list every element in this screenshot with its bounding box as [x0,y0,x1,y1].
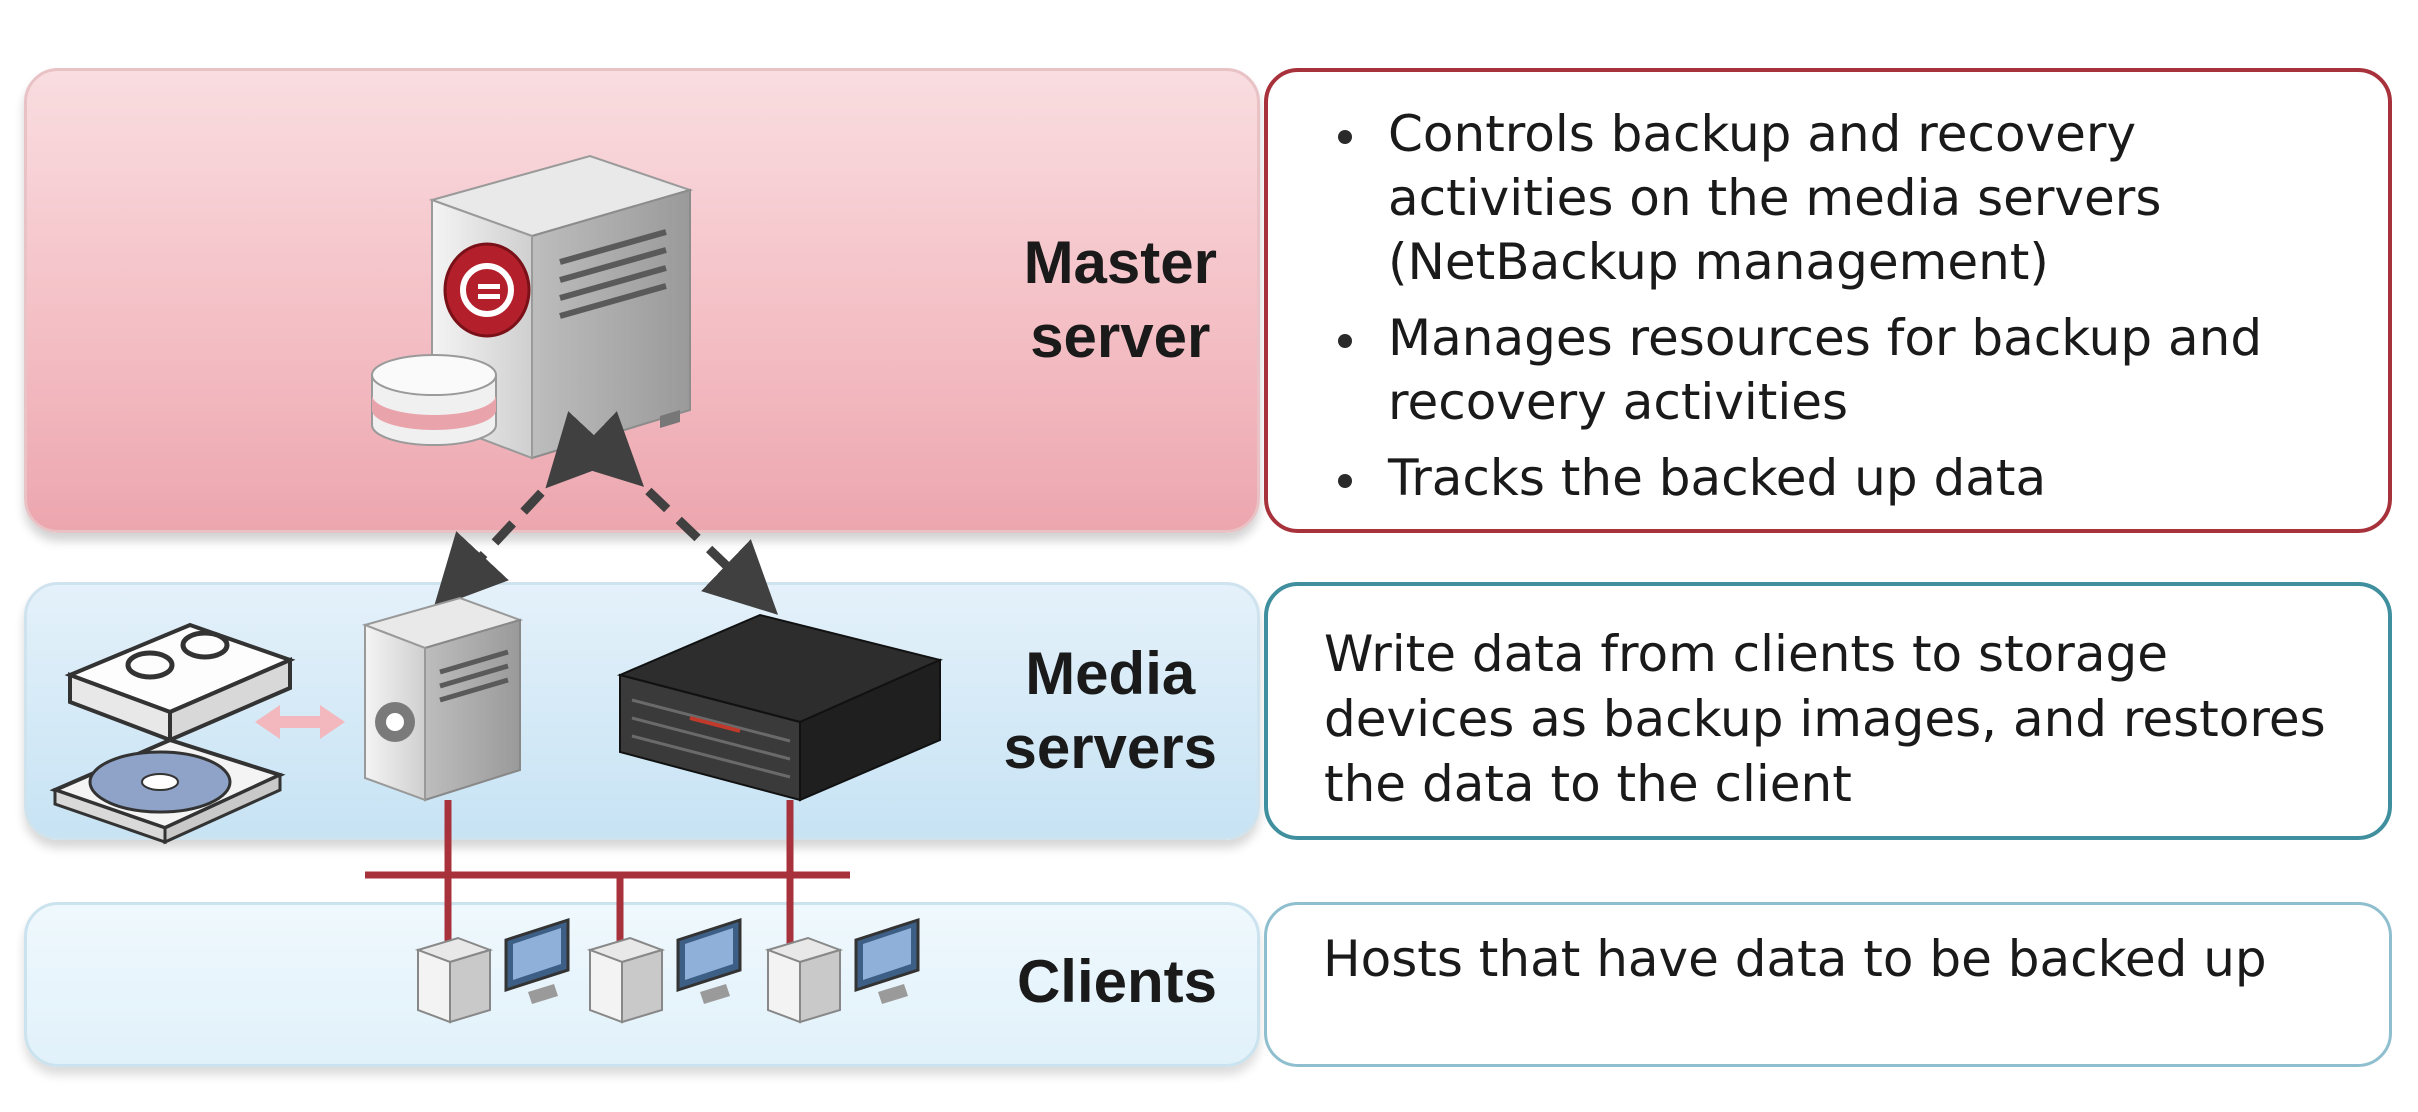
media-description-text: Write data from clients to storage devic… [1324,625,2326,813]
master-label-line2: server [1030,303,1211,370]
master-server-tier: Master server [24,68,1260,533]
clients-description-text: Hosts that have data to be backed up [1323,930,2267,988]
master-label-line1: Master [1023,229,1217,296]
media-servers-label: Media servers [1003,637,1217,785]
master-bullet-2: Manages resources for backup and recover… [1328,306,2358,434]
clients-tier: Clients [24,902,1260,1067]
media-description-box: Write data from clients to storage devic… [1264,582,2392,840]
clients-description-box: Hosts that have data to be backed up [1264,902,2392,1067]
media-label-line2: servers [1003,714,1217,781]
master-server-label: Master server [1024,226,1217,374]
master-description-box: Controls backup and recovery activities … [1264,68,2392,533]
master-bullet-list: Controls backup and recovery activities … [1328,102,2358,510]
media-label-line1: Media [1025,640,1196,707]
clients-label: Clients [1016,948,1217,1015]
media-servers-tier: Media servers [24,582,1260,840]
master-bullet-3: Tracks the backed up data [1328,446,2358,510]
master-bullet-1: Controls backup and recovery activities … [1328,102,2358,294]
